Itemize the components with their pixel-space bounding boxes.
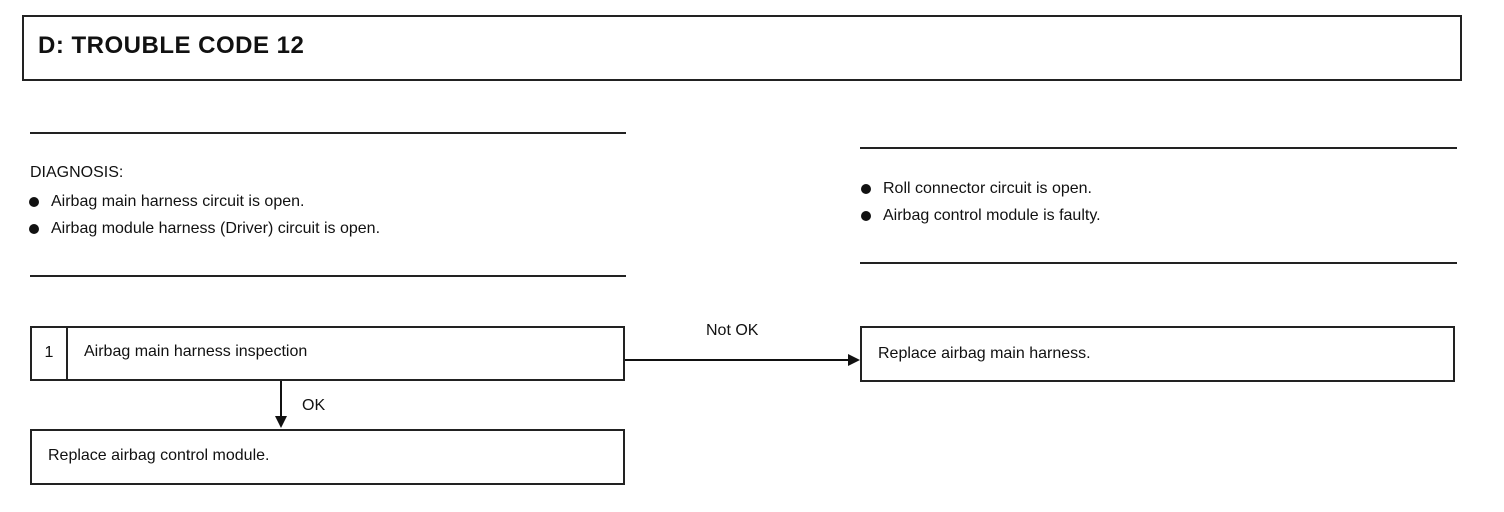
diagnosis-label: DIAGNOSIS: (30, 164, 124, 181)
bullet-icon (29, 224, 39, 234)
step-number: 1 (32, 328, 68, 379)
diagnosis-item: Airbag control module is faulty. (860, 202, 1101, 229)
bullet-icon (29, 197, 39, 207)
diagnosis-item-text: Airbag main harness circuit is open. (51, 193, 305, 210)
ok-result-box: Replace airbag control module. (30, 429, 625, 485)
diagnosis-item: Roll connector circuit is open. (860, 175, 1101, 202)
diagnosis-right-top-rule (860, 147, 1457, 149)
diagnosis-list-right: Roll connector circuit is open. Airbag c… (860, 175, 1101, 229)
diagnosis-left-bottom-rule (30, 275, 626, 277)
ok-label: OK (302, 397, 326, 414)
not-ok-result-box: Replace airbag main harness. (860, 326, 1455, 382)
page-title: D: TROUBLE CODE 12 (38, 32, 305, 59)
step-1-box: 1 Airbag main harness inspection (30, 326, 625, 381)
diagnosis-right-bottom-rule (860, 262, 1457, 264)
diagnosis-item-text: Roll connector circuit is open. (883, 180, 1092, 197)
not-ok-result-text: Replace airbag main harness. (878, 345, 1091, 362)
diagnosis-list-left: Airbag main harness circuit is open. Air… (28, 188, 380, 242)
diagnosis-item: Airbag main harness circuit is open. (28, 188, 380, 215)
step-label: Airbag main harness inspection (84, 343, 308, 360)
diagnosis-left-top-rule (30, 132, 626, 134)
not-ok-label: Not OK (706, 322, 759, 339)
title-box: D: TROUBLE CODE 12 (22, 15, 1462, 81)
ok-result-text: Replace airbag control module. (48, 447, 270, 464)
diagnosis-item: Airbag module harness (Driver) circuit i… (28, 215, 380, 242)
bullet-icon (861, 211, 871, 221)
diagnosis-item-text: Airbag control module is faulty. (883, 207, 1101, 224)
bullet-icon (861, 184, 871, 194)
diagnosis-item-text: Airbag module harness (Driver) circuit i… (51, 220, 381, 237)
